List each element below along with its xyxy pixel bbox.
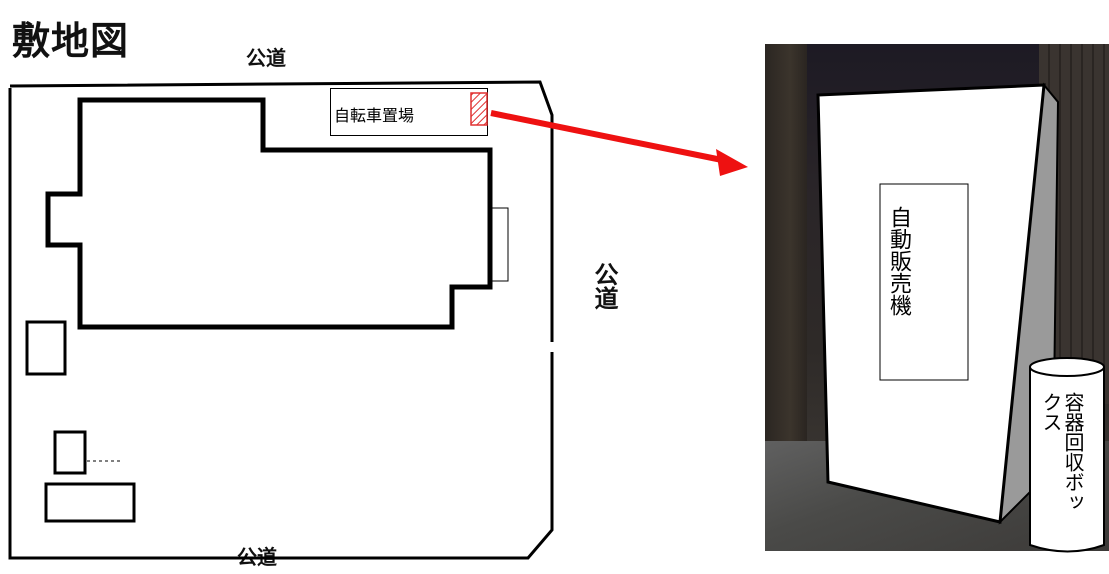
small-structure-2	[53, 430, 87, 475]
red-arrow-head	[716, 149, 748, 176]
recycle-box-label: 容器回収ボックス	[1039, 392, 1085, 512]
recycle-box-body	[1029, 367, 1105, 553]
road-label-top: 公道	[246, 46, 286, 70]
bike-parking-label: 自転車置場	[334, 106, 415, 125]
bike-parking-box: 自転車置場	[330, 88, 488, 136]
recycle-box-top	[1029, 357, 1105, 377]
road-label-right: 公道	[590, 262, 618, 310]
vending-machine-label: 自動販売機	[886, 206, 911, 316]
property-boundary	[8, 80, 554, 560]
vending-machine-label-box	[879, 183, 969, 381]
small-structure-1	[25, 320, 67, 376]
site-plan-drawing	[8, 80, 554, 560]
bike-parking-marker	[470, 92, 488, 126]
building-outline	[45, 97, 493, 330]
annex-rect	[489, 207, 509, 282]
red-arrow-line	[490, 110, 723, 163]
page-title: 敷地図	[12, 19, 130, 63]
small-structure-3	[44, 482, 136, 523]
